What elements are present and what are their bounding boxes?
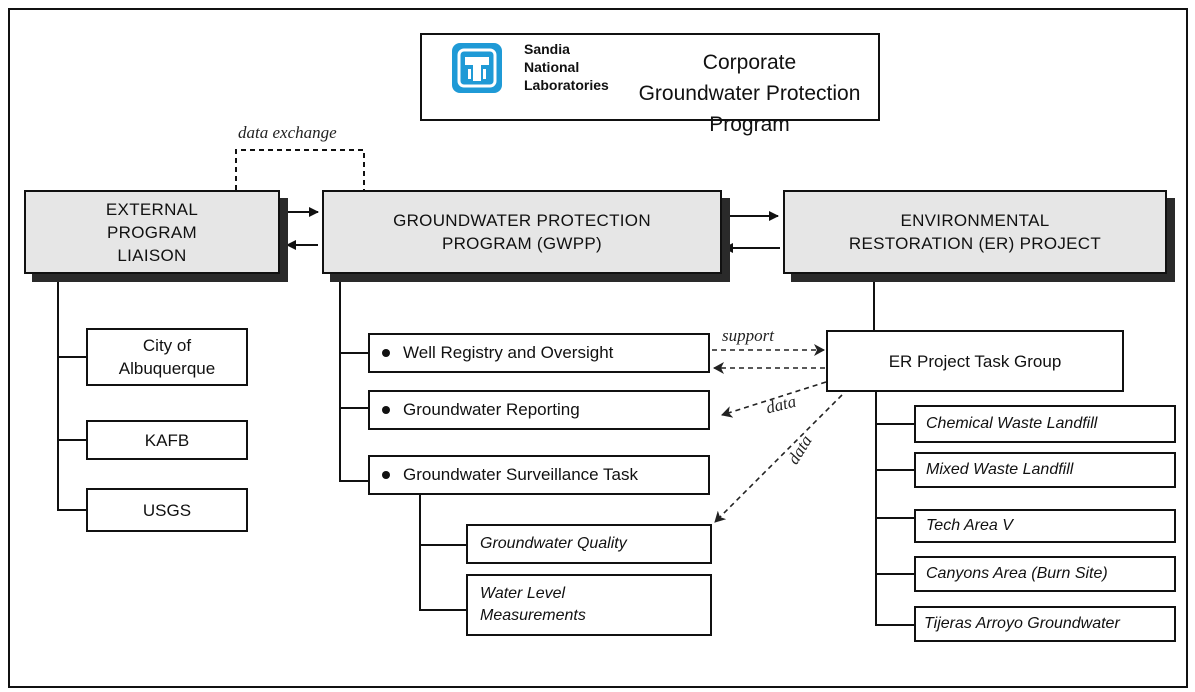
quality-data-arrow (714, 394, 843, 523)
bullet-icon (382, 406, 390, 414)
tijeras-arroyo-groundwater-box: Tijeras Arroyo Groundwater (914, 606, 1176, 642)
well-registry-box: Well Registry and Oversight (368, 333, 710, 373)
kafb-box: KAFB (86, 420, 248, 460)
title-box: Sandia National Laboratories Corporate G… (420, 33, 880, 136)
bullet-icon (382, 349, 390, 357)
page-title: Corporate Groundwater Protection Program (638, 51, 861, 136)
surveillance-tree-line (419, 495, 466, 611)
tech-area-v-box: Tech Area V (914, 509, 1176, 543)
external-tree-line (57, 282, 86, 511)
bullet-icon (382, 471, 390, 479)
canyons-area-box: Canyons Area (Burn Site) (914, 556, 1176, 592)
usgs-box: USGS (86, 488, 248, 532)
er-tree-line (875, 392, 914, 626)
reporting-data-arrow (721, 381, 827, 418)
support-label: support (722, 326, 774, 345)
er-project-task-group-box: ER Project Task Group (826, 330, 1124, 392)
gwpp-tree-line (339, 282, 368, 482)
groundwater-reporting-box: Groundwater Reporting (368, 390, 710, 430)
sandia-logo-text: Sandia National Laboratories (524, 41, 609, 93)
chemical-waste-landfill-box: Chemical Waste Landfill (914, 405, 1176, 443)
data-exchange-line (235, 149, 365, 190)
groundwater-quality-box: Groundwater Quality (466, 524, 712, 564)
sandia-thunderbird-icon (452, 43, 502, 93)
mixed-waste-landfill-box: Mixed Waste Landfill (914, 452, 1176, 488)
data-exchange-label: data exchange (238, 123, 337, 142)
groundwater-surveillance-box: Groundwater Surveillance Task (368, 455, 710, 495)
diagram-frame (8, 8, 1188, 688)
